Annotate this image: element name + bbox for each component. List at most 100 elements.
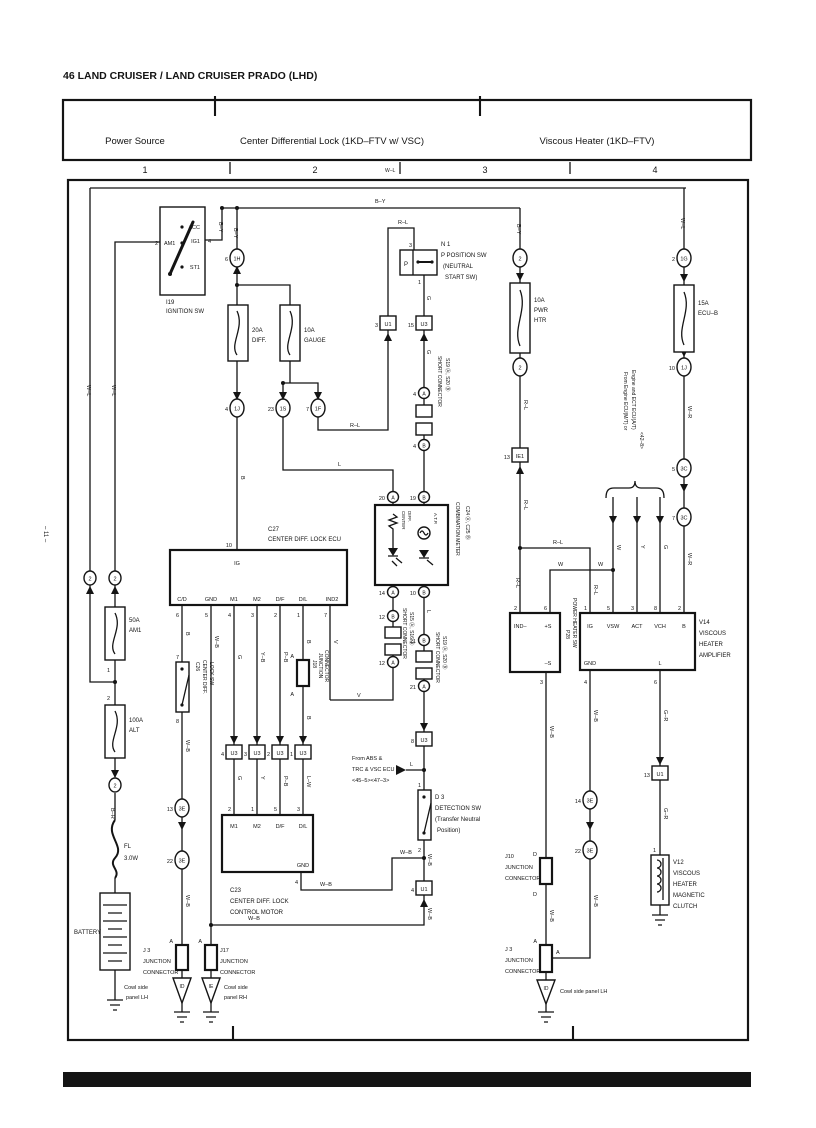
- component-code: D 3: [435, 795, 445, 801]
- pin-number: 2: [107, 696, 110, 702]
- wire-label: W–L: [679, 218, 685, 229]
- pin-number: 4: [411, 888, 414, 894]
- wire-label: G: [425, 350, 431, 354]
- pin-number: 14: [575, 799, 581, 805]
- ignition-switch: 2 AM1 ACC IG1 4 ST1 I19 IGNITION SW: [155, 206, 211, 315]
- fuse-element: [287, 310, 293, 356]
- terminal-label: IG1: [191, 239, 200, 245]
- wire-label: B: [184, 632, 190, 636]
- connector-code: 2: [113, 577, 116, 583]
- fuse-rating: 10A: [534, 298, 545, 304]
- component-name: START SW): [445, 275, 477, 281]
- component-code: N 1: [441, 242, 451, 248]
- wire-label: G: [425, 296, 431, 300]
- component-code: J 3: [505, 947, 512, 953]
- terminal-label: P: [404, 262, 408, 268]
- pin-number: 21: [410, 639, 416, 645]
- indicator-label: CENTER: [401, 511, 406, 530]
- pin-number: 1: [584, 606, 587, 612]
- abs-reference: From ABS & TRC & VSC ECU <45–5><47–3>: [352, 756, 406, 784]
- terminal-label: VSW: [607, 624, 620, 630]
- ground-symbol: [174, 1011, 190, 1023]
- component-name: COMBINATION METER: [454, 502, 460, 556]
- power-heater-switch: 2 6 IND– +S –S 3 P28 POWER HEATER SW: [508, 598, 577, 686]
- ground-location: panel RH: [224, 995, 247, 1001]
- pin-number: 5: [672, 467, 675, 473]
- pin-number: 6: [654, 680, 657, 686]
- pin-number: 13: [504, 455, 510, 461]
- component-name: HEATER: [699, 642, 724, 648]
- detection-switch: 1 2 D 3 DETECTION SW (Transfer Neutral P…: [417, 783, 481, 854]
- component-name: (NEUTRAL: [443, 264, 474, 270]
- p28-box: [508, 611, 562, 674]
- wire-labels-vertical: W–L W–L B–Y B–Y B B–Y W–L R–L R–L R–L R–…: [85, 218, 692, 922]
- u3-connector-row: U34 U33 U32 U31: [221, 744, 312, 760]
- ground-location: Cowl side: [124, 985, 148, 991]
- pin-number: 22: [575, 849, 581, 855]
- wire-label: W–L: [385, 168, 396, 174]
- component-name: JUNCTION: [143, 959, 171, 965]
- connector-code: 2: [518, 257, 521, 263]
- j10-junction-connector: D D J10 JUNCTION CONNECTOR: [505, 852, 554, 898]
- connector-letter: A: [391, 591, 395, 597]
- fl-element: [110, 819, 120, 879]
- connector-letter: A: [391, 496, 395, 502]
- c26-box: [175, 661, 190, 713]
- pin-number: 10: [410, 591, 416, 597]
- component-code: C27: [268, 527, 280, 533]
- component-name: Position): [437, 828, 460, 834]
- fuse-name: GAUGE: [304, 338, 326, 344]
- connector-code: U3: [299, 751, 306, 757]
- wire-label: B–Y: [515, 224, 521, 235]
- component-name: VISCOUS: [673, 871, 700, 877]
- connector-letter: B: [422, 591, 426, 597]
- p-position-switch: P 3 1 N 1 P POSITION SW (NEUTRAL START S…: [399, 242, 487, 286]
- terminal-label: M2: [253, 824, 261, 830]
- fuse-rating: 20A: [252, 328, 263, 334]
- resistor-symbol: [387, 513, 399, 548]
- ground-triangle: [535, 979, 557, 1006]
- wire-label: L: [425, 610, 431, 613]
- connector-code: 1G: [680, 257, 687, 263]
- pin-number: 7: [306, 407, 309, 413]
- terminal-label: M1: [230, 824, 238, 830]
- terminal-label: D: [533, 892, 537, 898]
- terminal-label: A: [556, 950, 560, 956]
- terminal-label: ST1: [190, 265, 200, 271]
- connector-code: U1: [656, 772, 663, 778]
- wire-label: G–R: [662, 808, 668, 819]
- wire-label: Y: [639, 545, 645, 549]
- ground-location: Cowl side: [224, 985, 248, 991]
- terminal-label: IG: [234, 561, 240, 567]
- reference-text: Engine and ECT ECU(A/T): [630, 370, 636, 430]
- pin-number: 7: [176, 655, 179, 661]
- terminal-label: D/F: [276, 597, 286, 603]
- fl-label: FL: [124, 844, 132, 850]
- component-name: CONNECTOR: [323, 650, 329, 683]
- wire-label: G: [236, 655, 242, 659]
- pin-number: 1: [418, 783, 421, 789]
- wire-label: P–B: [282, 776, 288, 787]
- pin-number: 3: [297, 807, 300, 813]
- connector-code: 3E: [179, 859, 186, 865]
- pin-number: 2: [267, 752, 270, 758]
- fuse-element: [517, 289, 523, 347]
- pin-number: 6: [544, 606, 547, 612]
- component-code: S19 Ⓐ, S20 Ⓑ: [441, 636, 448, 669]
- terminal-label: L: [658, 661, 661, 667]
- wire-label: G: [662, 545, 668, 549]
- pin-number: 19: [410, 496, 416, 502]
- wire-label: Y–B: [259, 652, 265, 663]
- connector-letter: B: [422, 496, 426, 502]
- component-name: CONNECTOR: [505, 876, 540, 882]
- component-code: C26: [194, 662, 200, 671]
- terminal-label: IND2: [326, 597, 339, 603]
- title-band-ticks: [213, 96, 482, 116]
- reference-text: From Engine ECU(M/T) or: [622, 372, 628, 431]
- pin-number: 2: [155, 241, 158, 247]
- ground-symbol: [652, 914, 668, 926]
- connector-code: 2: [518, 366, 521, 372]
- pin-number: 15: [408, 323, 414, 329]
